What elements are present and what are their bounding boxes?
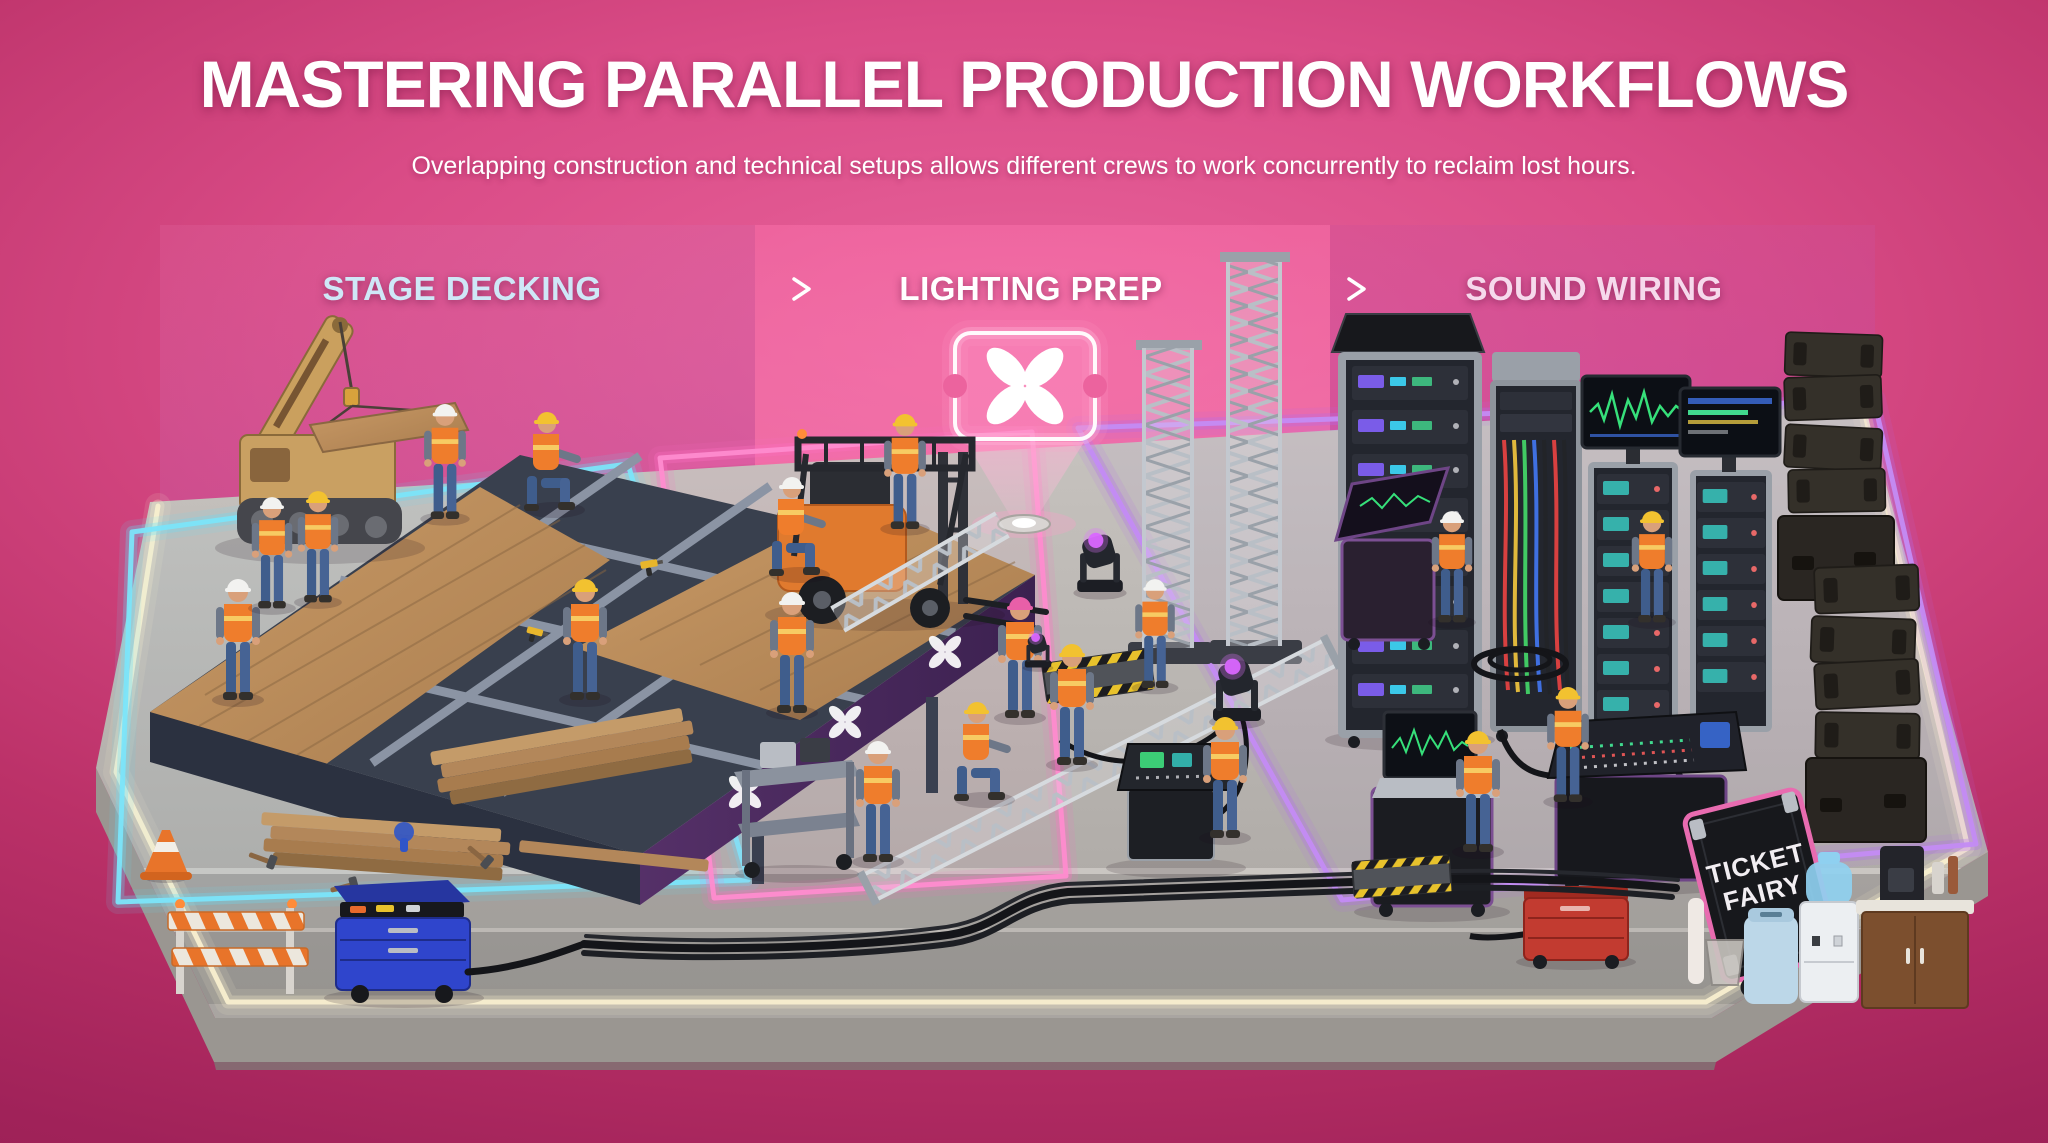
pipe-wrench-icon: [394, 822, 414, 852]
coffee-station: [1856, 846, 1974, 1009]
stage-label-sound-wiring: SOUND WIRING: [1465, 270, 1723, 307]
truss-tower: [1210, 252, 1302, 664]
page-title: MASTERING PARALLEL PRODUCTION WORKFLOWS: [199, 47, 1850, 121]
bucket: [1704, 939, 1746, 986]
trash-bin: [1744, 908, 1798, 1004]
speaker-line-array: [1805, 563, 1927, 843]
speaker-line-array: [1777, 331, 1895, 601]
cable-ramp: [1351, 854, 1453, 899]
hologram-beam-and-ticket: [942, 313, 1108, 538]
page-subtitle: Overlapping construction and technical s…: [411, 152, 1637, 180]
lumber-pile: [261, 708, 709, 881]
stage-label-lighting-prep: LIGHTING PREP: [899, 270, 1163, 307]
truss-beam: [830, 511, 1010, 633]
refreshment-station: [1688, 846, 1974, 1009]
timeline-monitor: [1678, 386, 1782, 472]
hologram-ticket-logo: [942, 313, 1108, 459]
cable-bundle: [464, 868, 1680, 976]
stage-label-stage-decking: STAGE DECKING: [322, 270, 602, 307]
blue-tool-cart: [324, 880, 484, 1008]
traffic-barrier: [167, 899, 309, 994]
lifted-deck-panel: [308, 401, 470, 454]
amp-rack-patch-cables: [1490, 352, 1582, 742]
equipment-cart: [734, 738, 860, 883]
red-toolbox: [1516, 886, 1636, 970]
rack-case-with-screen-lid: [1333, 466, 1451, 650]
water-cooler: [1799, 852, 1859, 1003]
traffic-cone-icon: [140, 830, 192, 883]
amp-rack-with-monitor: [1678, 386, 1782, 732]
arrow-icon: [699, 277, 811, 301]
paper-roll: [1688, 898, 1704, 984]
